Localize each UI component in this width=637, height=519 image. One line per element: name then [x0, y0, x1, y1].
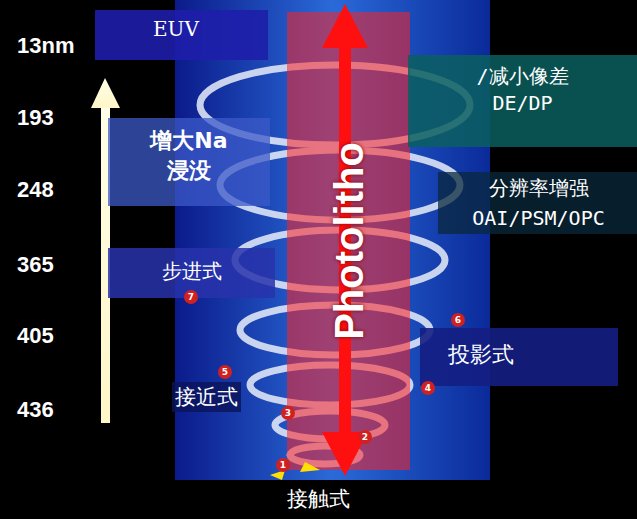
- photolitho-band: Photolitho: [287, 12, 410, 470]
- technique-box: 投影式: [420, 328, 618, 386]
- node-text: 增大Na 浸没: [144, 126, 234, 185]
- axis-label: 248: [14, 176, 57, 204]
- callout-number: 3: [281, 406, 295, 420]
- technique-box: /减小像差 DE/DP: [408, 55, 637, 147]
- callout-number: 1: [276, 458, 290, 472]
- node-text: EUV: [153, 16, 268, 43]
- callout-number: 5: [218, 365, 232, 379]
- node-text: /减小像差 DE/DP: [448, 63, 598, 117]
- technique-label: 接触式: [284, 484, 353, 514]
- wavelength-box: EUV: [95, 10, 268, 60]
- technique-box: 增大Na 浸没: [108, 118, 270, 206]
- axis-label: 405: [14, 322, 57, 350]
- axis-label: 13nm: [14, 32, 77, 60]
- technique-label: 分辨率增强 OAI/PSM/OPC: [438, 172, 637, 234]
- node-text: 投影式: [448, 340, 618, 370]
- node-text: Photolitho: [322, 142, 376, 340]
- axis-label: 365: [14, 251, 57, 279]
- callout-number: 6: [451, 313, 465, 327]
- node-text: 步进式: [112, 258, 271, 285]
- callout-number: 4: [421, 381, 435, 395]
- callout-number: 7: [184, 290, 198, 304]
- axis-label: 193: [14, 104, 57, 132]
- callout-number: 2: [358, 430, 372, 444]
- axis-label: 436: [14, 396, 57, 424]
- technique-label: 接近式: [172, 382, 241, 412]
